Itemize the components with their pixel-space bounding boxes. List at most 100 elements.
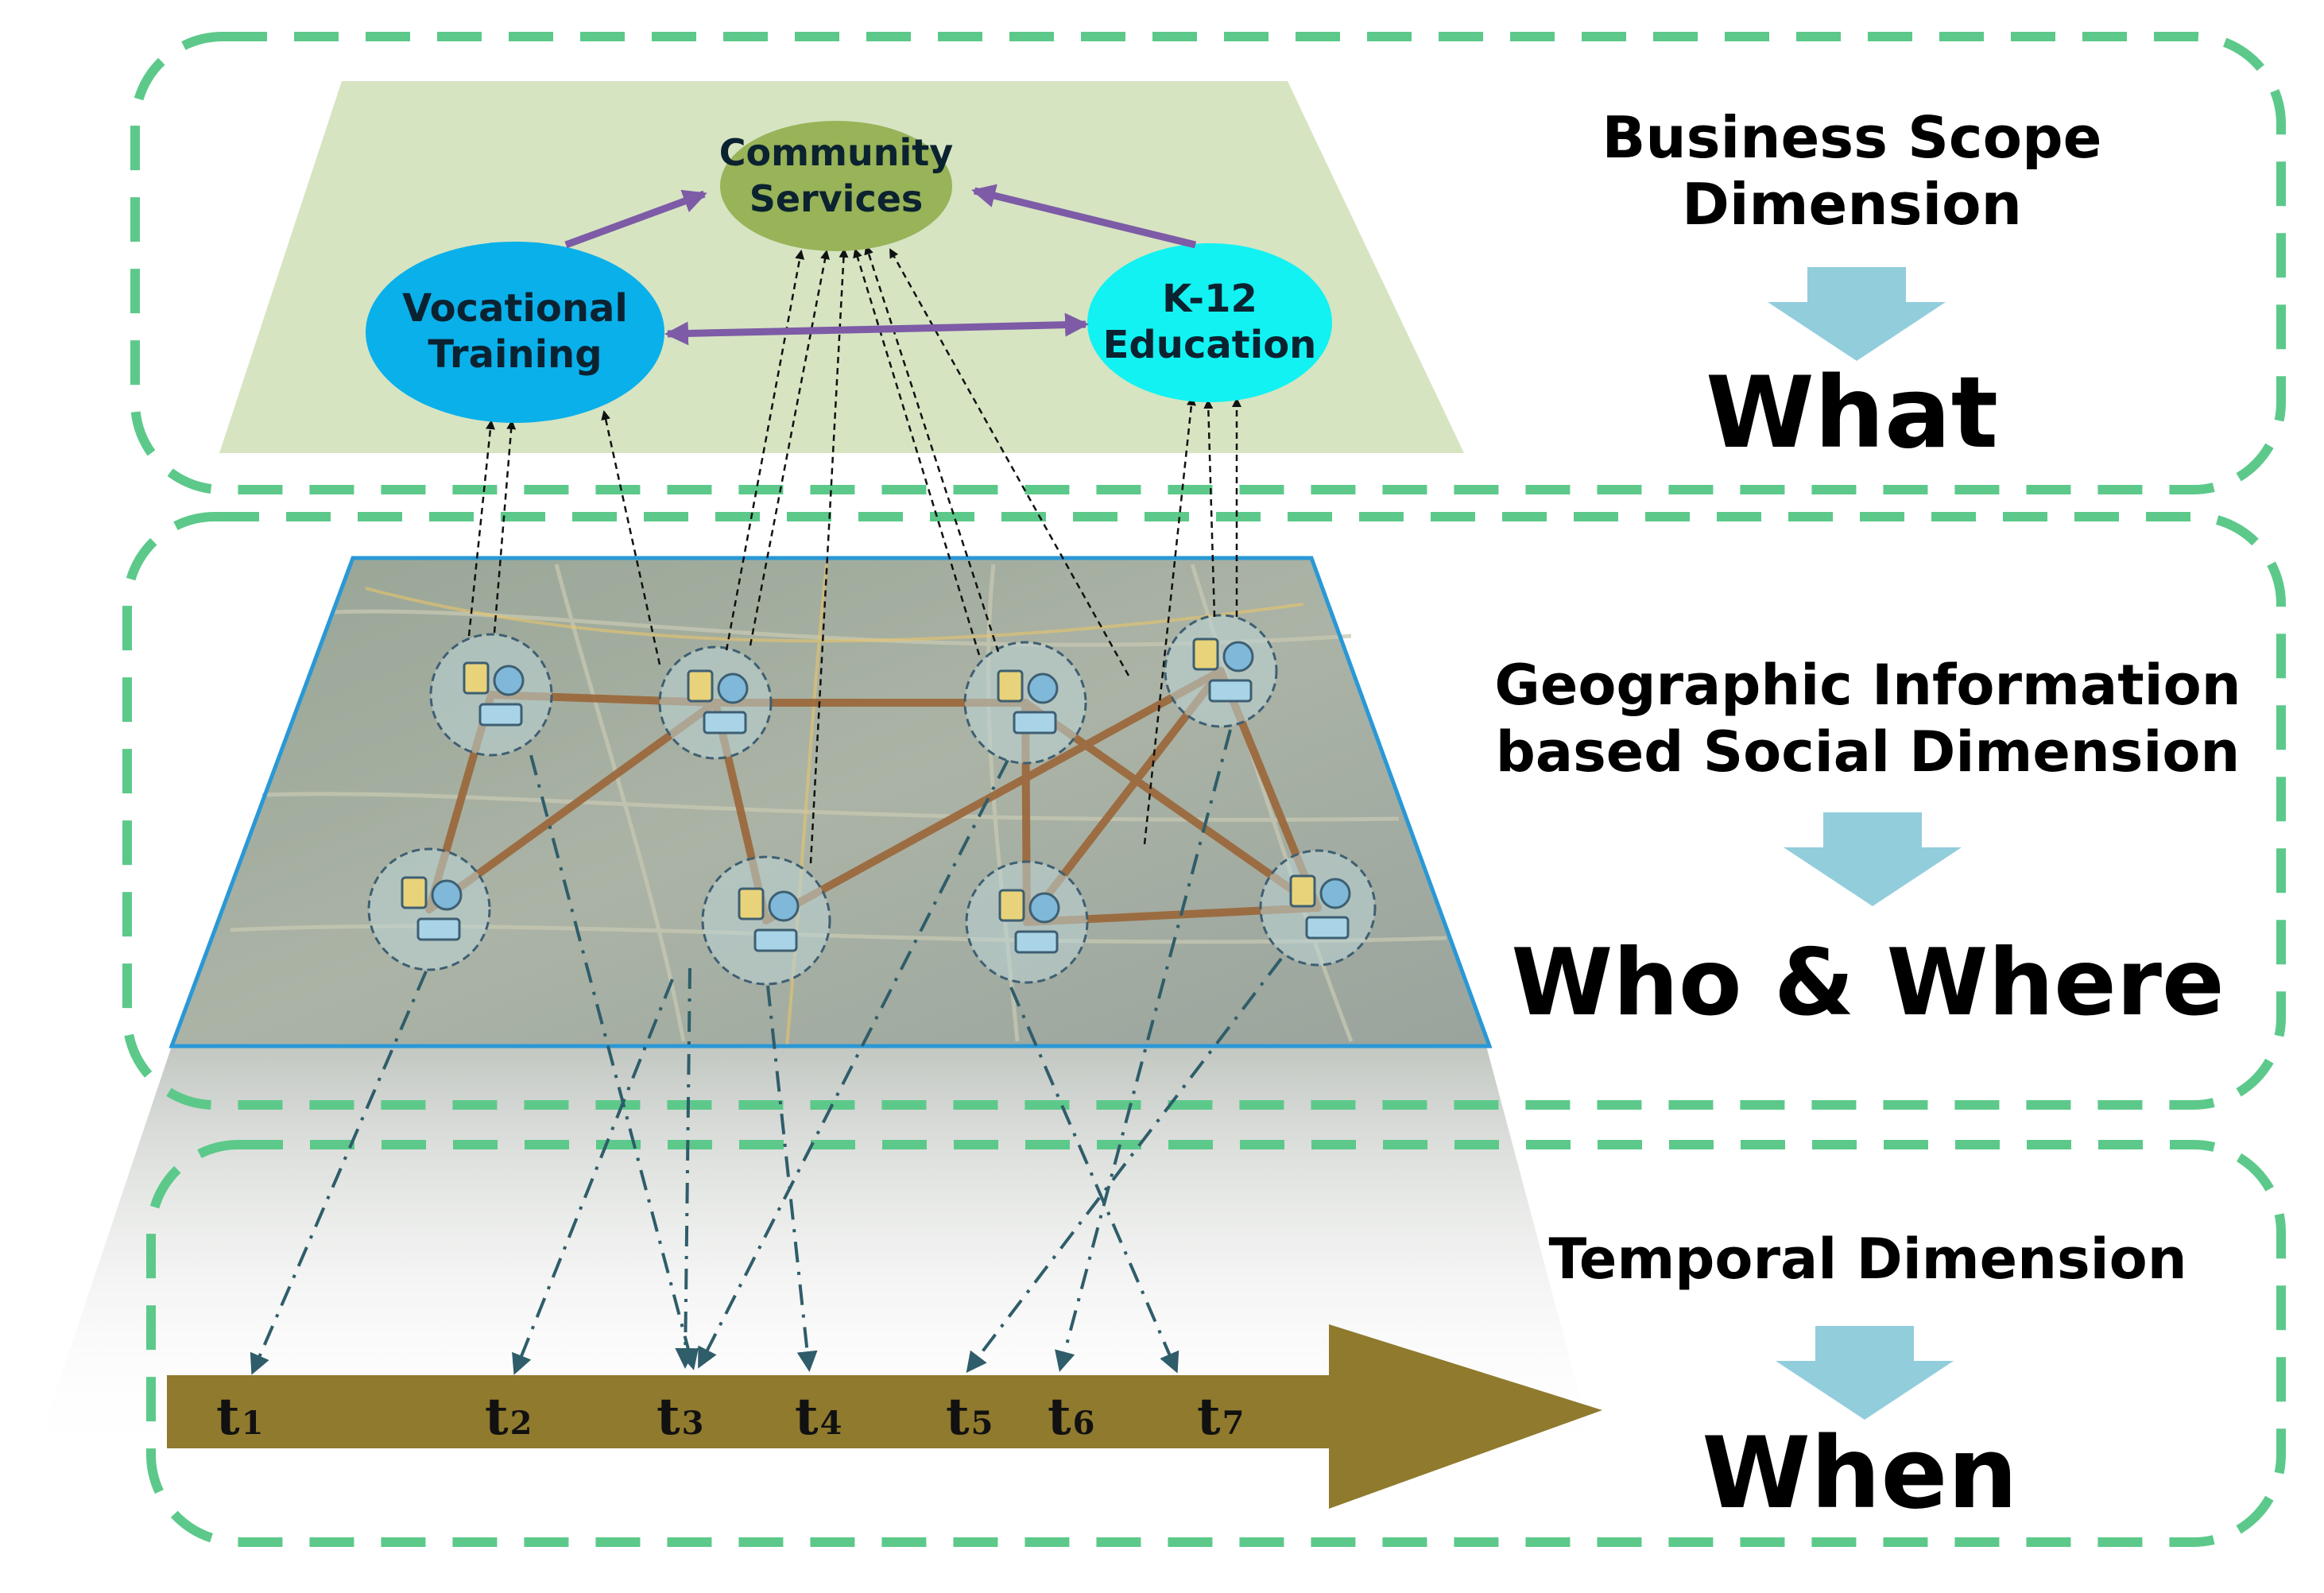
tick-t: t [795,1387,819,1447]
map-node [965,860,1089,984]
document-icon [1192,638,1219,671]
scope-arrow [853,248,981,656]
leader-line [966,957,1283,1374]
geographic-heading-line1: Geographic Information [1494,653,2241,718]
down-arrow [1784,812,1962,906]
person-icon [1319,878,1351,909]
document-icon [463,661,490,695]
person-icon [1028,892,1060,924]
map-node-circle [963,641,1087,765]
arrow-vocational-to-k12 [953,312,1089,337]
map-node-circle [701,855,831,986]
document-icon [687,669,714,703]
time-tick-label: t3 [657,1387,703,1447]
business-relations [564,184,1197,346]
community-label-line2: Services [749,177,924,220]
tick-subscript: 2 [510,1405,533,1442]
desk-icon [753,928,798,952]
tick-t: t [216,1387,240,1447]
leader-line [675,967,696,1369]
person-icon [717,672,749,704]
map-node-circle [965,860,1089,984]
scope-arrow [1203,399,1216,618]
time-arrow [167,1324,1602,1509]
arrow-vocational-to-community [564,189,707,249]
leader-line [512,979,674,1375]
tick-subscript: 3 [682,1405,704,1442]
document-icon [401,876,428,909]
map-node-circle [429,633,553,757]
person-icon [431,879,463,911]
temporal-leader-lines [250,729,1283,1375]
scope-arrow [601,410,661,665]
vocational-label-line1: Vocational [402,286,628,331]
map-node-circle [367,847,491,971]
scope-arrow [725,250,805,651]
time-tick-label: t7 [1197,1387,1244,1447]
scope-arrow [749,250,830,646]
tick-subscript: 7 [1222,1405,1245,1442]
business-heading-line1: Business Scope [1602,104,2102,171]
person-icon [493,665,525,696]
map-node [367,847,491,971]
scope-arrow [809,248,849,864]
map-nodes [367,614,1377,986]
what-keyword: What [1706,356,1998,471]
vocational-label-line2: Training [428,332,602,377]
map-node-circle [1259,849,1377,967]
leader-line [529,754,699,1370]
document-icon [1289,874,1316,908]
scope-arrow [493,420,517,634]
tick-t: t [657,1387,680,1447]
geographic-map-plane [168,556,1493,1048]
business-heading-line2: Dimension [1682,171,2022,238]
desk-icon [1014,930,1059,954]
desk-icon [478,703,523,727]
community-services-node [720,121,952,251]
map-projection-fade [32,1046,1598,1463]
person-icon [1027,672,1059,704]
tick-t: t [485,1387,509,1447]
desk-icon [1305,916,1350,940]
person-icon [1222,641,1254,672]
map-node [963,641,1087,765]
document-icon [997,669,1024,703]
tick-subscript: 6 [1073,1405,1095,1442]
tick-t: t [1197,1387,1221,1447]
temporal-heading: Temporal Dimension [1548,1227,2186,1292]
time-tick-label: t5 [946,1387,993,1447]
when-keyword: When [1702,1417,2017,1531]
k12-label-line2: Education [1103,323,1317,367]
frame-business [130,32,2286,494]
document-icon [738,887,765,921]
scope-arrow [864,245,1000,653]
tick-t: t [946,1387,970,1447]
time-tick-label: t2 [485,1387,532,1447]
down-arrow [1768,267,1946,361]
scope-arrow [467,420,495,637]
tick-subscript: 4 [820,1405,842,1442]
desk-icon [1208,679,1253,703]
time-tick-label: t6 [1048,1387,1094,1447]
map-node [429,633,553,757]
frame-geographic [122,512,2286,1110]
social-link [762,667,1225,924]
map-node-circle [1164,614,1278,728]
desk-icon [416,917,461,941]
scope-mapping-arrows [467,245,1241,864]
down-arrows [1768,267,1962,1420]
scope-arrow [1143,396,1196,845]
time-tick-label: t1 [216,1387,263,1447]
tick-subscript: 1 [242,1405,264,1442]
geographic-heading-line2: based Social Dimension [1496,719,2241,785]
business-nodes: Community Services Vocational Training K… [366,121,1332,423]
dimension-frames [122,32,2286,1547]
leader-line [766,985,818,1372]
desk-icon [1013,711,1057,734]
time-tick-label: t4 [795,1387,842,1447]
tick-subscript: 5 [971,1405,994,1442]
map-node [658,645,773,760]
